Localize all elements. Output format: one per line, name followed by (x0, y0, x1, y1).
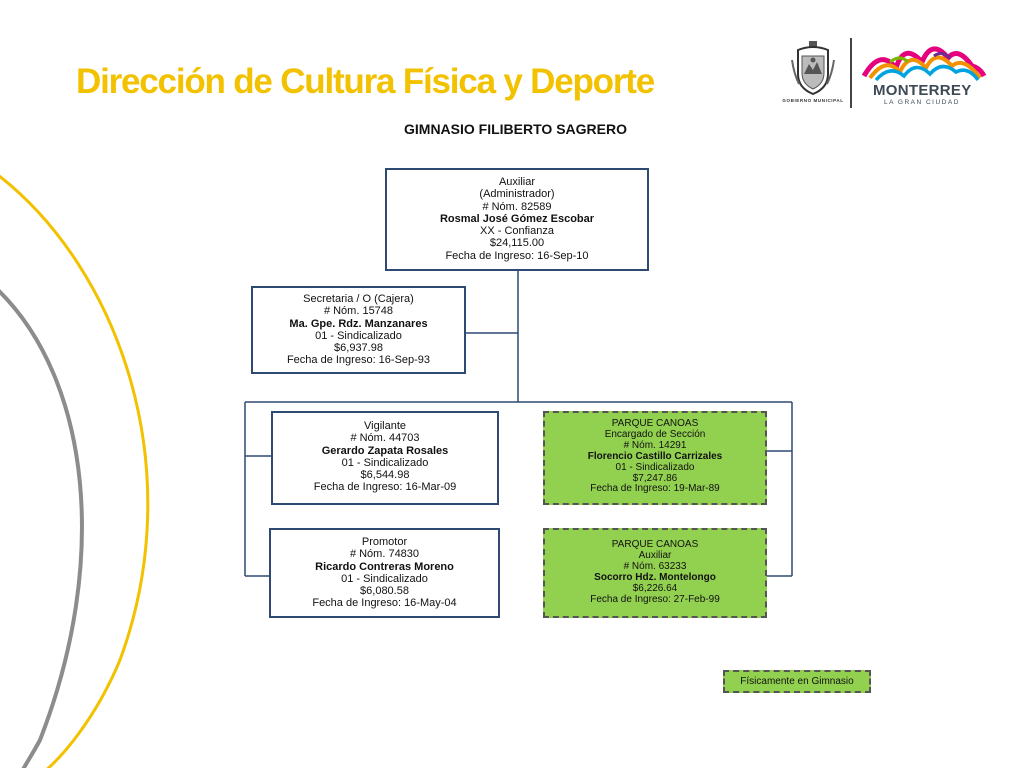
page-title: Dirección de Cultura Física y Deporte (76, 62, 655, 101)
promoter-role: Promotor (361, 536, 408, 548)
promoter-salary: $6,080.58 (360, 585, 409, 598)
city-name: MONTERREY (873, 82, 972, 99)
header-logos: GOBIERNO MUNICIPAL MONTERREY LA GRAN CIU… (780, 36, 990, 108)
monterrey-mountains-icon (861, 46, 987, 82)
secretary-name: Ma. Gpe. Rdz. Manzanares (289, 317, 428, 330)
promoter-number: # Nóm. 74830 (349, 548, 420, 561)
park-manager-start-date: Fecha de Ingreso: 19-Mar-89 (590, 483, 720, 495)
park-assistant-name: Socorro Hdz. Montelongo (594, 571, 716, 583)
park-assistant-role: Auxiliar (638, 549, 672, 561)
guard-salary: $6,544.98 (360, 469, 410, 482)
promoter-start-date: Fecha de Ingreso: 16-May-04 (312, 597, 457, 610)
org-box-admin: Auxiliar (Administrador) # Nóm. 82589 Ro… (385, 168, 649, 271)
park-assistant-start-date: Fecha de Ingreso: 27-Feb-99 (590, 593, 720, 605)
promoter-category: 01 - Sindicalizado (341, 572, 428, 585)
yellow-arc (0, 174, 150, 768)
admin-number: # Nóm. 82589 (482, 200, 552, 213)
promoter-name: Ricardo Contreras Moreno (315, 560, 454, 573)
guard-start-date: Fecha de Ingreso: 16-Mar-09 (313, 481, 457, 494)
gray-arc (0, 289, 84, 768)
park-manager-number: # Nóm. 14291 (623, 439, 687, 451)
park-assistant-number: # Nóm. 63233 (623, 560, 687, 572)
park-manager-name: Florencio Castillo Carrizales (587, 450, 723, 462)
admin-salary: $24,115.00 (489, 237, 545, 250)
admin-name: Rosmal José Gómez Escobar (439, 212, 595, 225)
secretary-number: # Nóm. 15748 (323, 305, 394, 318)
admin-role: Auxiliar (498, 176, 536, 188)
guard-number: # Nóm. 44703 (350, 432, 420, 445)
admin-role-detail: (Administrador) (479, 188, 555, 201)
logo-divider (850, 38, 852, 108)
page-subtitle: GIMNASIO FILIBERTO SAGRERO (404, 121, 627, 137)
park-assistant-salary: $6,226.64 (632, 582, 678, 594)
secretary-start-date: Fecha de Ingreso: 16-Sep-93 (286, 354, 431, 367)
secretary-category: 01 - Sindicalizado (315, 329, 402, 342)
park-manager-location: PARQUE CANOAS (611, 418, 699, 429)
municipal-seal-icon (791, 41, 835, 96)
park-manager-salary: $7,247.86 (632, 472, 678, 484)
guard-category: 01 - Sindicalizado (341, 456, 429, 469)
org-box-park-assistant: PARQUE CANOAS Auxiliar # Nóm. 63233 Soco… (543, 528, 767, 618)
secretary-salary: $6,937.98 (334, 342, 383, 355)
org-box-secretary: Secretaria / O (Cajera) # Nóm. 15748 Ma.… (251, 286, 466, 374)
park-assistant-location: PARQUE CANOAS (611, 539, 699, 550)
park-manager-role: Encargado de Sección (604, 428, 706, 440)
org-box-promoter: Promotor # Nóm. 74830 Ricardo Contreras … (269, 528, 500, 618)
city-tagline: LA GRAN CIUDAD (884, 99, 960, 106)
guard-name: Gerardo Zapata Rosales (321, 444, 449, 457)
admin-category: XX - Confianza (480, 225, 554, 238)
legend-physically-in-gym: Físicamente en Gimnasio (723, 670, 871, 693)
park-manager-category: 01 - Sindicalizado (615, 461, 695, 473)
org-box-park-manager: PARQUE CANOAS Encargado de Sección # Nóm… (543, 411, 767, 505)
secretary-role: Secretaria / O (Cajera) (303, 293, 414, 305)
admin-start-date: Fecha de Ingreso: 16-Sep-10 (445, 249, 589, 262)
org-box-guard: Vigilante # Nóm. 44703 Gerardo Zapata Ro… (271, 411, 499, 505)
seal-caption: GOBIERNO MUNICIPAL (782, 98, 844, 103)
guard-role: Vigilante (364, 420, 406, 432)
